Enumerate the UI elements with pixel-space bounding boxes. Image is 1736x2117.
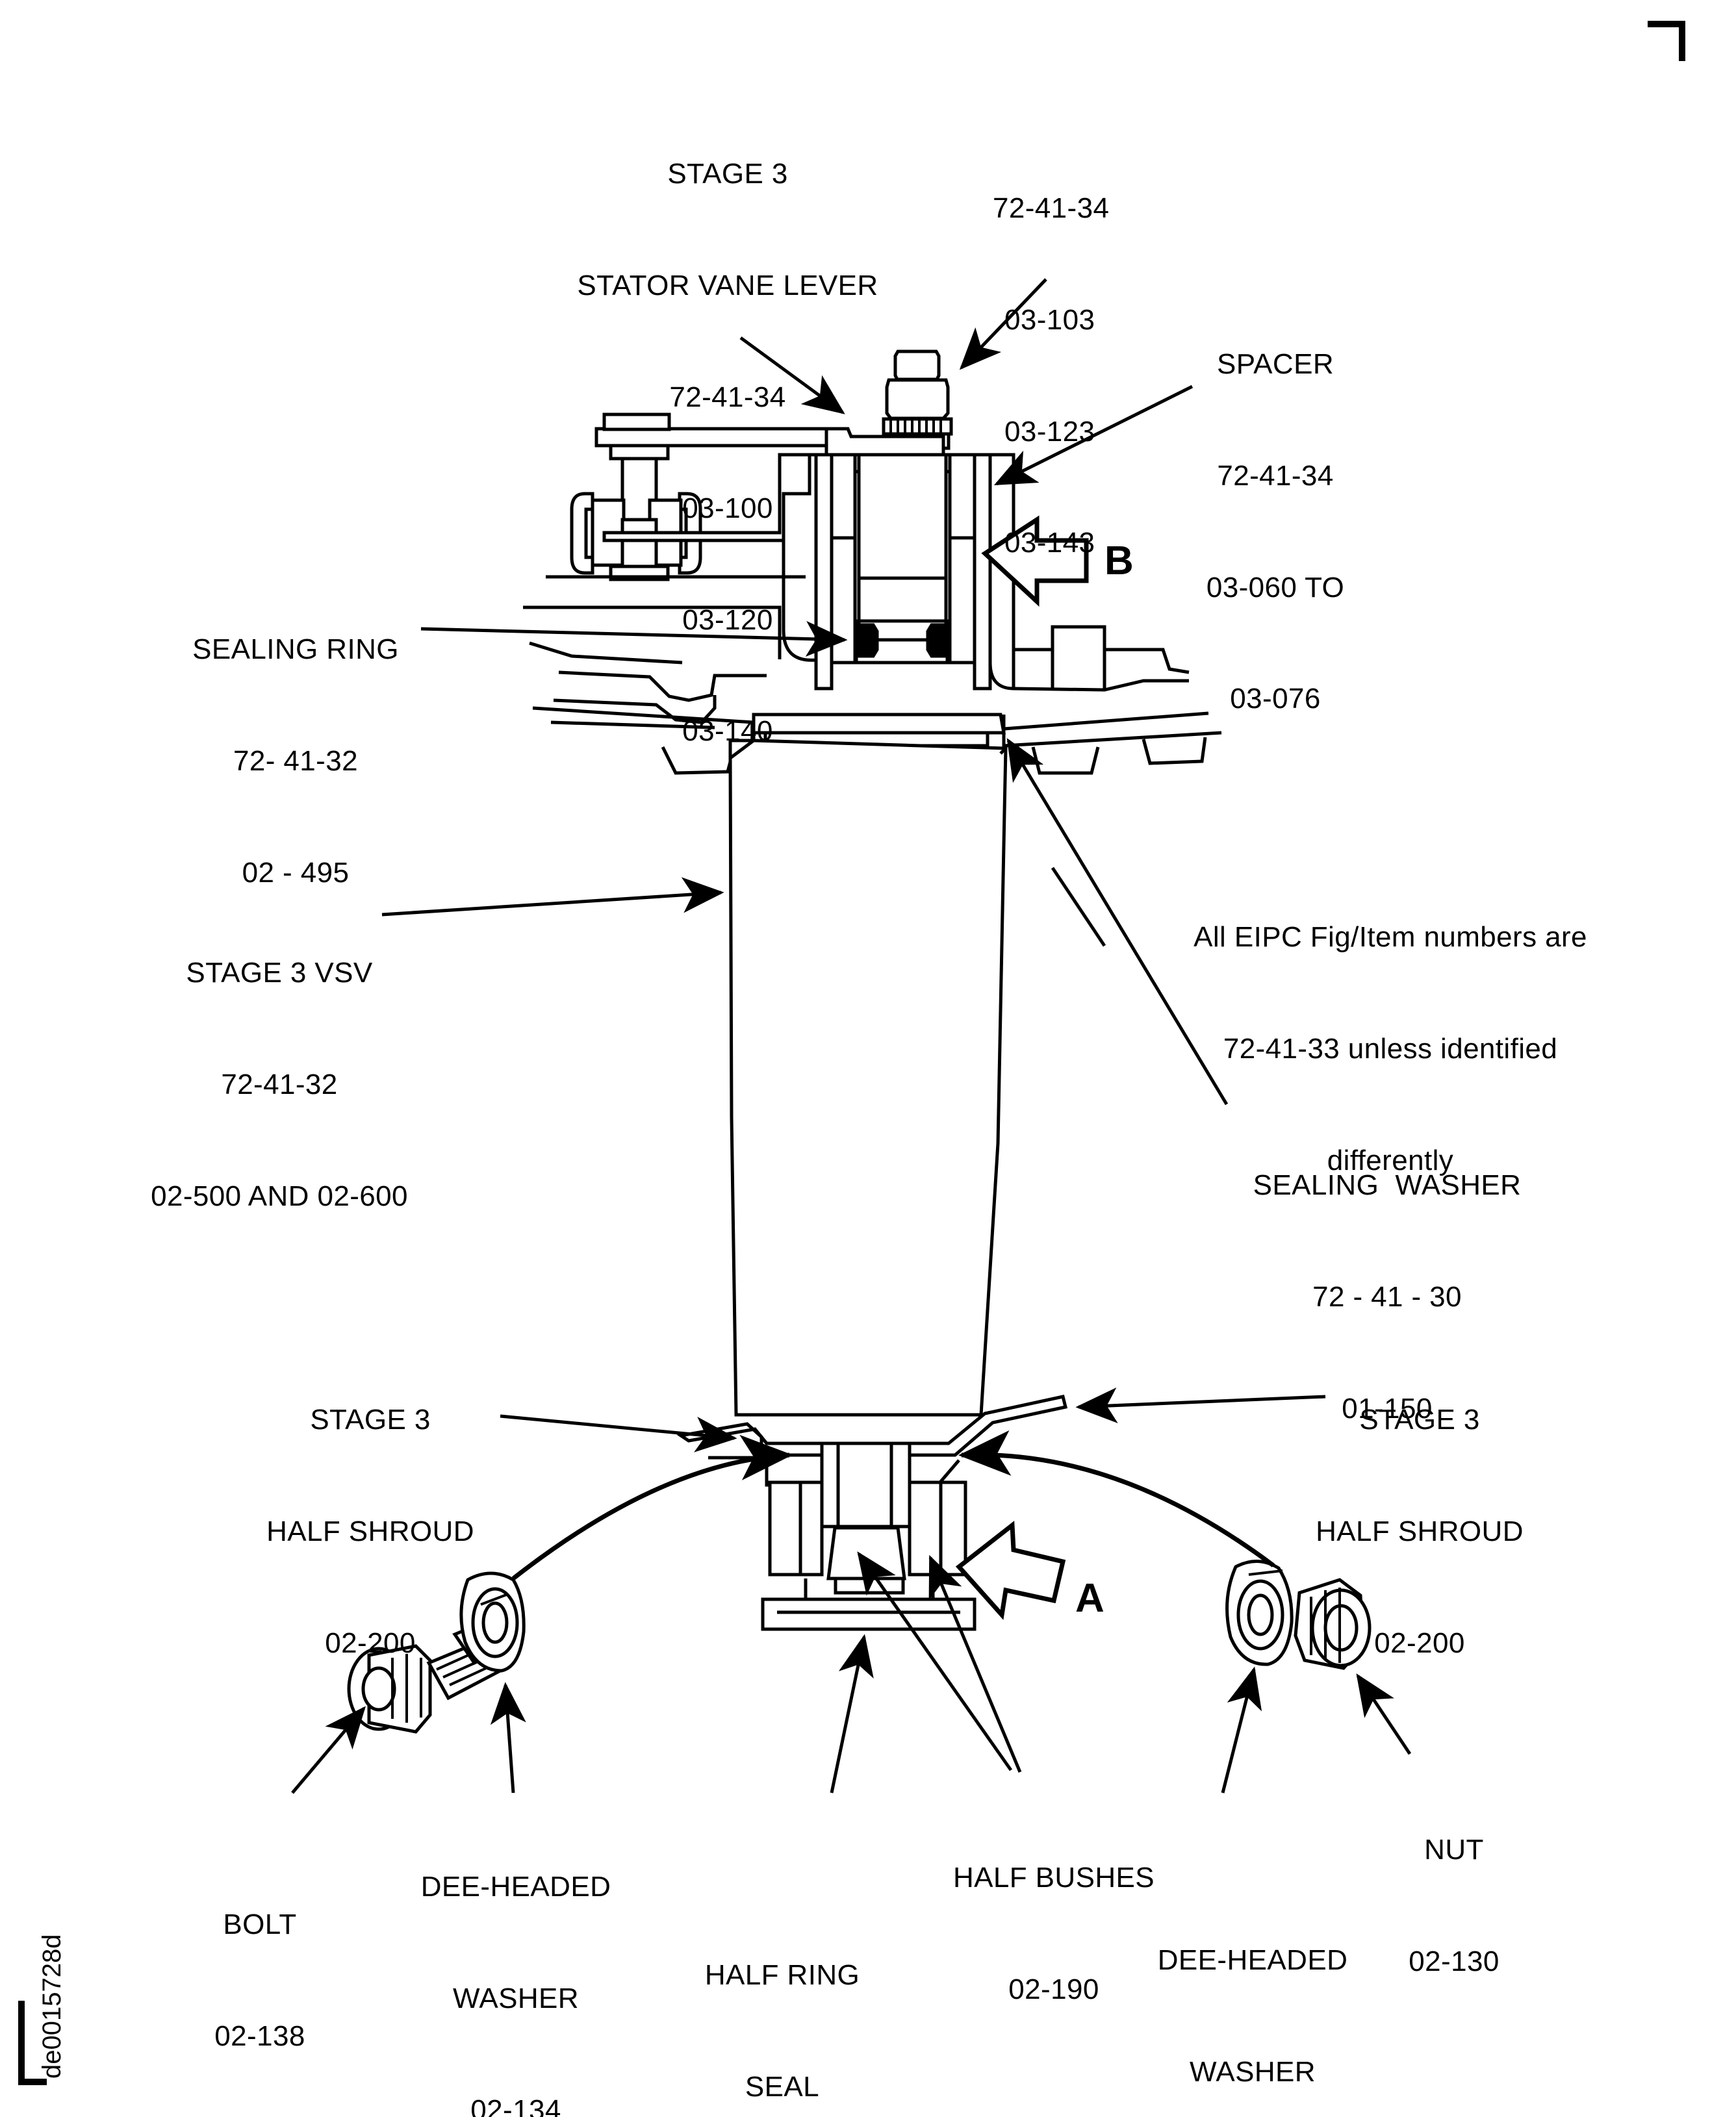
spindle-spline-detail — [882, 349, 953, 450]
stator-vane-lever-line6: 03-140 — [682, 715, 773, 748]
stage3-vsv-line2: 72-41-32 — [221, 1068, 338, 1100]
spacer-line1: SPACER — [1216, 348, 1334, 381]
callout-sealing-washer: SEALING WASHER 72 - 41 - 30 01-150 — [1253, 1093, 1522, 1501]
stator-vane-lever-line1: STAGE 3 — [667, 158, 788, 190]
stage3-vsv-line1: STAGE 3 VSV — [186, 957, 373, 989]
assembly-path-arrows — [511, 1430, 1275, 1580]
sealing-ring-line1: SEALING RING — [192, 633, 399, 666]
callout-sealing-ring: SEALING RING 72- 41-32 02 - 495 — [192, 557, 399, 965]
casing-right-platform — [1013, 625, 1190, 692]
dee-washer-left-line2: WASHER — [453, 1982, 579, 2014]
lever-items-line3: 03-123 — [1004, 415, 1095, 448]
stator-vane-lever-line5: 03-120 — [682, 603, 773, 636]
callout-dee-headed-washer-right: DEE-HEADED WASHER 02-134 — [1158, 1868, 1348, 2117]
spacer-line2: 72-41-34 — [1217, 459, 1334, 492]
nut-part — [1294, 1578, 1372, 1670]
callout-nut: NUT 02-130 — [1409, 1757, 1499, 2055]
eipc-note-line1: All EIPC Fig/Item numbers are — [1194, 921, 1587, 954]
stage-3-half-shroud-left-part — [676, 1422, 824, 1487]
half-bushes-line1: HALF BUSHES — [952, 1862, 1155, 1894]
lever-items-line4: 03-143 — [1004, 527, 1095, 559]
dee-headed-washer-left-part — [459, 1571, 526, 1673]
stator-vane-lever-line2: STATOR VANE LEVER — [577, 269, 878, 301]
corner-registration-mark — [1648, 21, 1685, 61]
bolt-line1: BOLT — [223, 1908, 297, 1941]
leader-lines — [291, 278, 1412, 1794]
bolt-line2: 02-138 — [214, 2020, 305, 2052]
dee-washer-left-line3: 02-134 — [470, 2094, 561, 2117]
callout-half-ring-seal: HALF RING SEAL 02-150 — [705, 1882, 860, 2117]
vsv-stem-hub — [820, 1441, 912, 1528]
sealing-ring-seal — [854, 623, 949, 658]
callout-bolt: BOLT 02-138 — [214, 1832, 305, 2117]
lower-stem — [826, 1526, 906, 1595]
half-ring-seal-line2: SEAL — [745, 2070, 820, 2103]
half-shroud-left-line1: STAGE 3 — [310, 1404, 431, 1436]
nut-line2: 02-130 — [1409, 1945, 1500, 1977]
view-arrow-a-letter: A — [1075, 1576, 1104, 1621]
eipc-note-line2: 72-41-33 unless identified — [1223, 1032, 1558, 1065]
callout-lever-item-numbers: 72-41-34 03-103 03-123 03-143 — [993, 116, 1109, 636]
dee-washer-left-line1: DEE-HEADED — [420, 1871, 611, 1903]
sealing-washer-line3: 01-150 — [1342, 1392, 1433, 1425]
dee-washer-right-line1: DEE-HEADED — [1157, 1944, 1348, 1977]
lever-items-line1: 72-41-34 — [993, 192, 1110, 225]
sealing-ring-line2: 72- 41-32 — [233, 744, 358, 777]
spacer-line4: 03-076 — [1230, 683, 1321, 715]
view-arrow-b-letter: B — [1104, 539, 1134, 583]
dee-washer-right-line2: WASHER — [1190, 2055, 1316, 2088]
eipc-note: All EIPC Fig/Item numbers are 72-41-33 u… — [1194, 844, 1587, 1253]
stator-vane-lever-line3: 72-41-34 — [669, 381, 786, 413]
casing-left-plate — [523, 453, 811, 729]
stage-3-vsv-airfoil — [728, 739, 1008, 1417]
drawing-watermark: de0015728d — [38, 1934, 66, 2079]
callout-dee-headed-washer-left: DEE-HEADED WASHER 02-134 — [421, 1794, 611, 2117]
half-shroud-left-line2: HALF SHROUD — [266, 1515, 474, 1547]
stage3-vsv-line3: 02-500 AND 02-600 — [151, 1180, 408, 1212]
half-ring-seal-line1: HALF RING — [704, 1959, 860, 1992]
bottom-left-bracket-mark — [18, 2001, 47, 2085]
half-shroud-right-line1: STAGE 3 — [1359, 1404, 1480, 1436]
stator-vane-lever-line4: 03-100 — [682, 492, 773, 525]
sealing-washer-line1: SEALING WASHER — [1253, 1169, 1522, 1202]
dee-headed-washer-right-part — [1225, 1560, 1294, 1666]
eipc-note-line3: differently — [1327, 1144, 1454, 1176]
sealing-washer-line2: 72 - 41 - 30 — [1312, 1280, 1462, 1313]
callout-half-shroud-right: STAGE 3 HALF SHROUD 02-200 — [1316, 1327, 1524, 1736]
half-shroud-right-line2: HALF SHROUD — [1316, 1515, 1524, 1547]
view-arrow-a — [955, 1521, 1066, 1620]
nut-line1: NUT — [1424, 1834, 1484, 1866]
callout-spacer: SPACER 72-41-34 03-060 TO 03-076 — [1206, 272, 1344, 792]
lever-items-line2: 03-103 — [1004, 303, 1095, 336]
spacer-line3: 03-060 TO — [1206, 571, 1345, 603]
half-shroud-left-line3: 02-200 — [325, 1627, 416, 1659]
callout-half-shroud-left: STAGE 3 HALF SHROUD 02-200 — [266, 1327, 474, 1736]
callout-half-bushes: HALF BUSHES 02-190 — [953, 1785, 1155, 2083]
half-bushes-line2: 02-190 — [1008, 1973, 1099, 2005]
view-arrow-b — [981, 515, 1089, 607]
half-shroud-right-line3: 02-200 — [1374, 1627, 1465, 1659]
callout-stator-vane-lever: STAGE 3 STATOR VANE LEVER 72-41-34 03-10… — [577, 81, 878, 824]
callout-stage-3-vsv: STAGE 3 VSV 72-41-32 02-500 AND 02-600 — [151, 880, 408, 1289]
sealing-ring-line3: 02 - 495 — [242, 856, 350, 889]
